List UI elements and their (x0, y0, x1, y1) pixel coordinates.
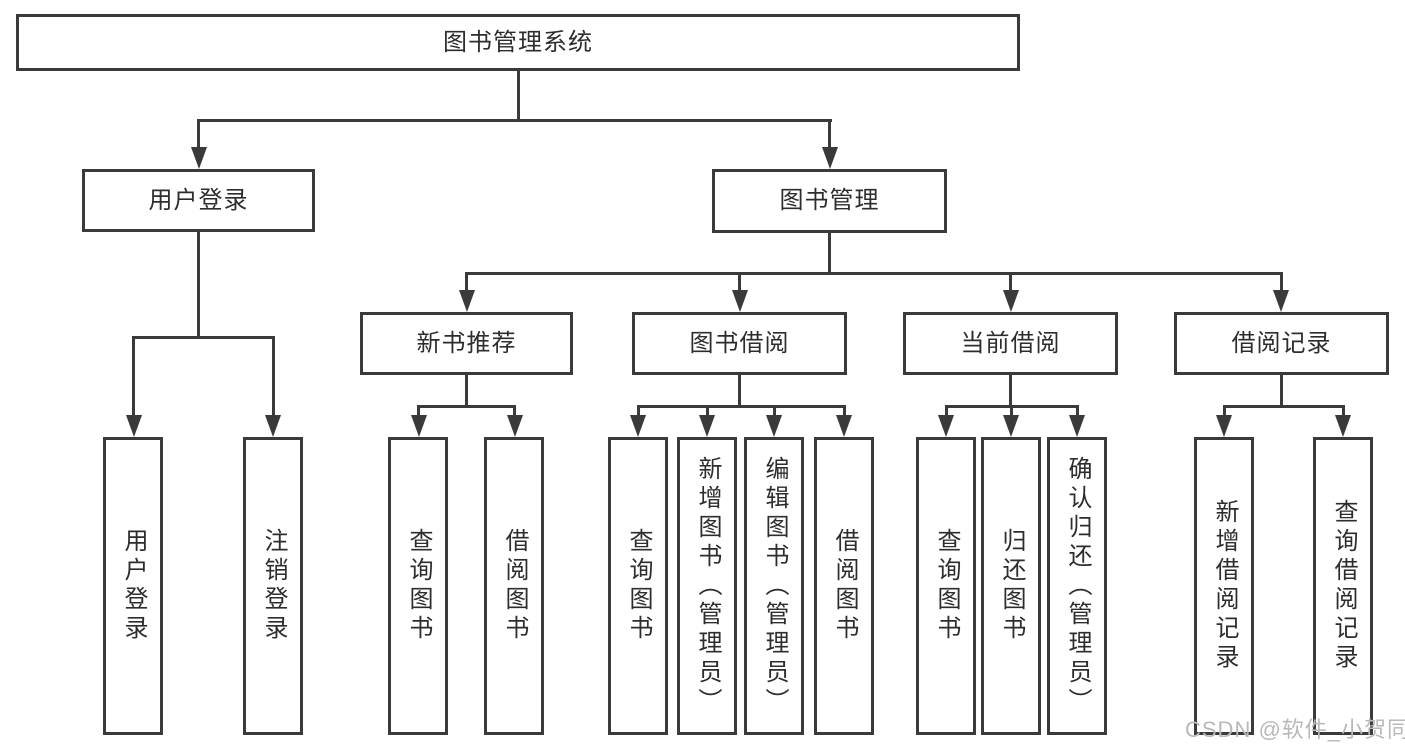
connector-line (636, 405, 640, 415)
connector-line (417, 405, 420, 415)
connector-line (197, 119, 832, 122)
node-book-borrowing: 图书借阅 (632, 312, 847, 375)
connector-line (516, 71, 520, 119)
connector-line (1009, 375, 1012, 405)
arrow-down-icon (458, 290, 475, 312)
connector-line (417, 405, 516, 408)
arrow-down-icon (410, 415, 427, 437)
connector-line (1279, 375, 1283, 405)
arrow-down-icon (265, 415, 281, 437)
arrow-down-icon (125, 415, 142, 437)
arrow-down-icon (699, 415, 715, 437)
node-book-management: 图书管理 (712, 169, 947, 233)
connector-line (772, 405, 776, 415)
arrow-down-icon (1335, 415, 1351, 437)
connector-line (705, 405, 709, 415)
connector-line (197, 119, 200, 147)
connector-line (465, 272, 468, 290)
arrow-down-icon (821, 147, 838, 169)
connector-line (636, 405, 846, 408)
connector-line (271, 336, 275, 415)
node-library-management-system: 图书管理系统 (16, 14, 1020, 71)
leaf-current-confirm-return-admin: 确认归还（管理员） (1047, 437, 1107, 735)
arrow-down-icon (938, 415, 954, 437)
connector-line (1222, 405, 1345, 408)
connector-line (465, 375, 468, 405)
arrow-down-icon (190, 147, 207, 169)
leaf-current-return-books: 归还图书 (981, 437, 1041, 735)
leaf-records-add-borrow-record: 新增借阅记录 (1194, 437, 1254, 735)
arrow-down-icon (630, 415, 646, 437)
connector-line (1279, 272, 1283, 290)
leaf-records-query-borrow-record: 查询借阅记录 (1313, 437, 1373, 735)
connector-line (1341, 405, 1345, 415)
connector-line (465, 272, 1283, 275)
connector-line (842, 405, 846, 415)
leaf-borrowing-edit-books-admin: 编辑图书（管理员） (744, 437, 804, 735)
arrow-down-icon (731, 290, 748, 312)
node-borrowing-records: 借阅记录 (1174, 312, 1389, 375)
connector-line (513, 405, 516, 415)
connector-line (1222, 405, 1226, 415)
leaf-borrowing-borrow-books: 借阅图书 (814, 437, 874, 735)
connector-line (197, 232, 200, 336)
connector-line (944, 405, 948, 415)
arrow-down-icon (1216, 415, 1232, 437)
arrow-down-icon (1069, 415, 1085, 437)
node-new-book-recommendation: 新书推荐 (360, 312, 573, 375)
connector-line (828, 233, 831, 272)
leaf-logout-login: 注销登录 (243, 437, 303, 735)
leaf-user-login: 用户登录 (103, 437, 163, 735)
connector-line (132, 336, 135, 415)
connector-line (738, 272, 741, 290)
node-current-borrowing: 当前借阅 (903, 312, 1118, 375)
leaf-recommend-query-books: 查询图书 (388, 437, 448, 735)
connector-line (1075, 405, 1079, 415)
connector-line (1009, 405, 1013, 415)
leaf-recommend-borrow-books: 借阅图书 (484, 437, 544, 735)
node-user-login: 用户登录 (82, 169, 315, 232)
arrow-down-icon (766, 415, 782, 437)
arrow-down-icon (506, 415, 523, 437)
connector-line (828, 119, 831, 147)
connector-line (132, 336, 274, 339)
arrow-down-icon (836, 415, 852, 437)
arrow-down-icon (1273, 290, 1289, 312)
csdn-watermark: CSDN @软件_小贺同学 (1185, 717, 1405, 742)
arrow-down-icon (1002, 290, 1019, 312)
leaf-current-query-books: 查询图书 (916, 437, 976, 735)
leaf-borrowing-add-books-admin: 新增图书（管理员） (677, 437, 737, 735)
connector-line (738, 375, 741, 405)
arrow-down-icon (1003, 415, 1019, 437)
connector-line (1009, 272, 1012, 290)
leaf-borrowing-query-books: 查询图书 (608, 437, 668, 735)
